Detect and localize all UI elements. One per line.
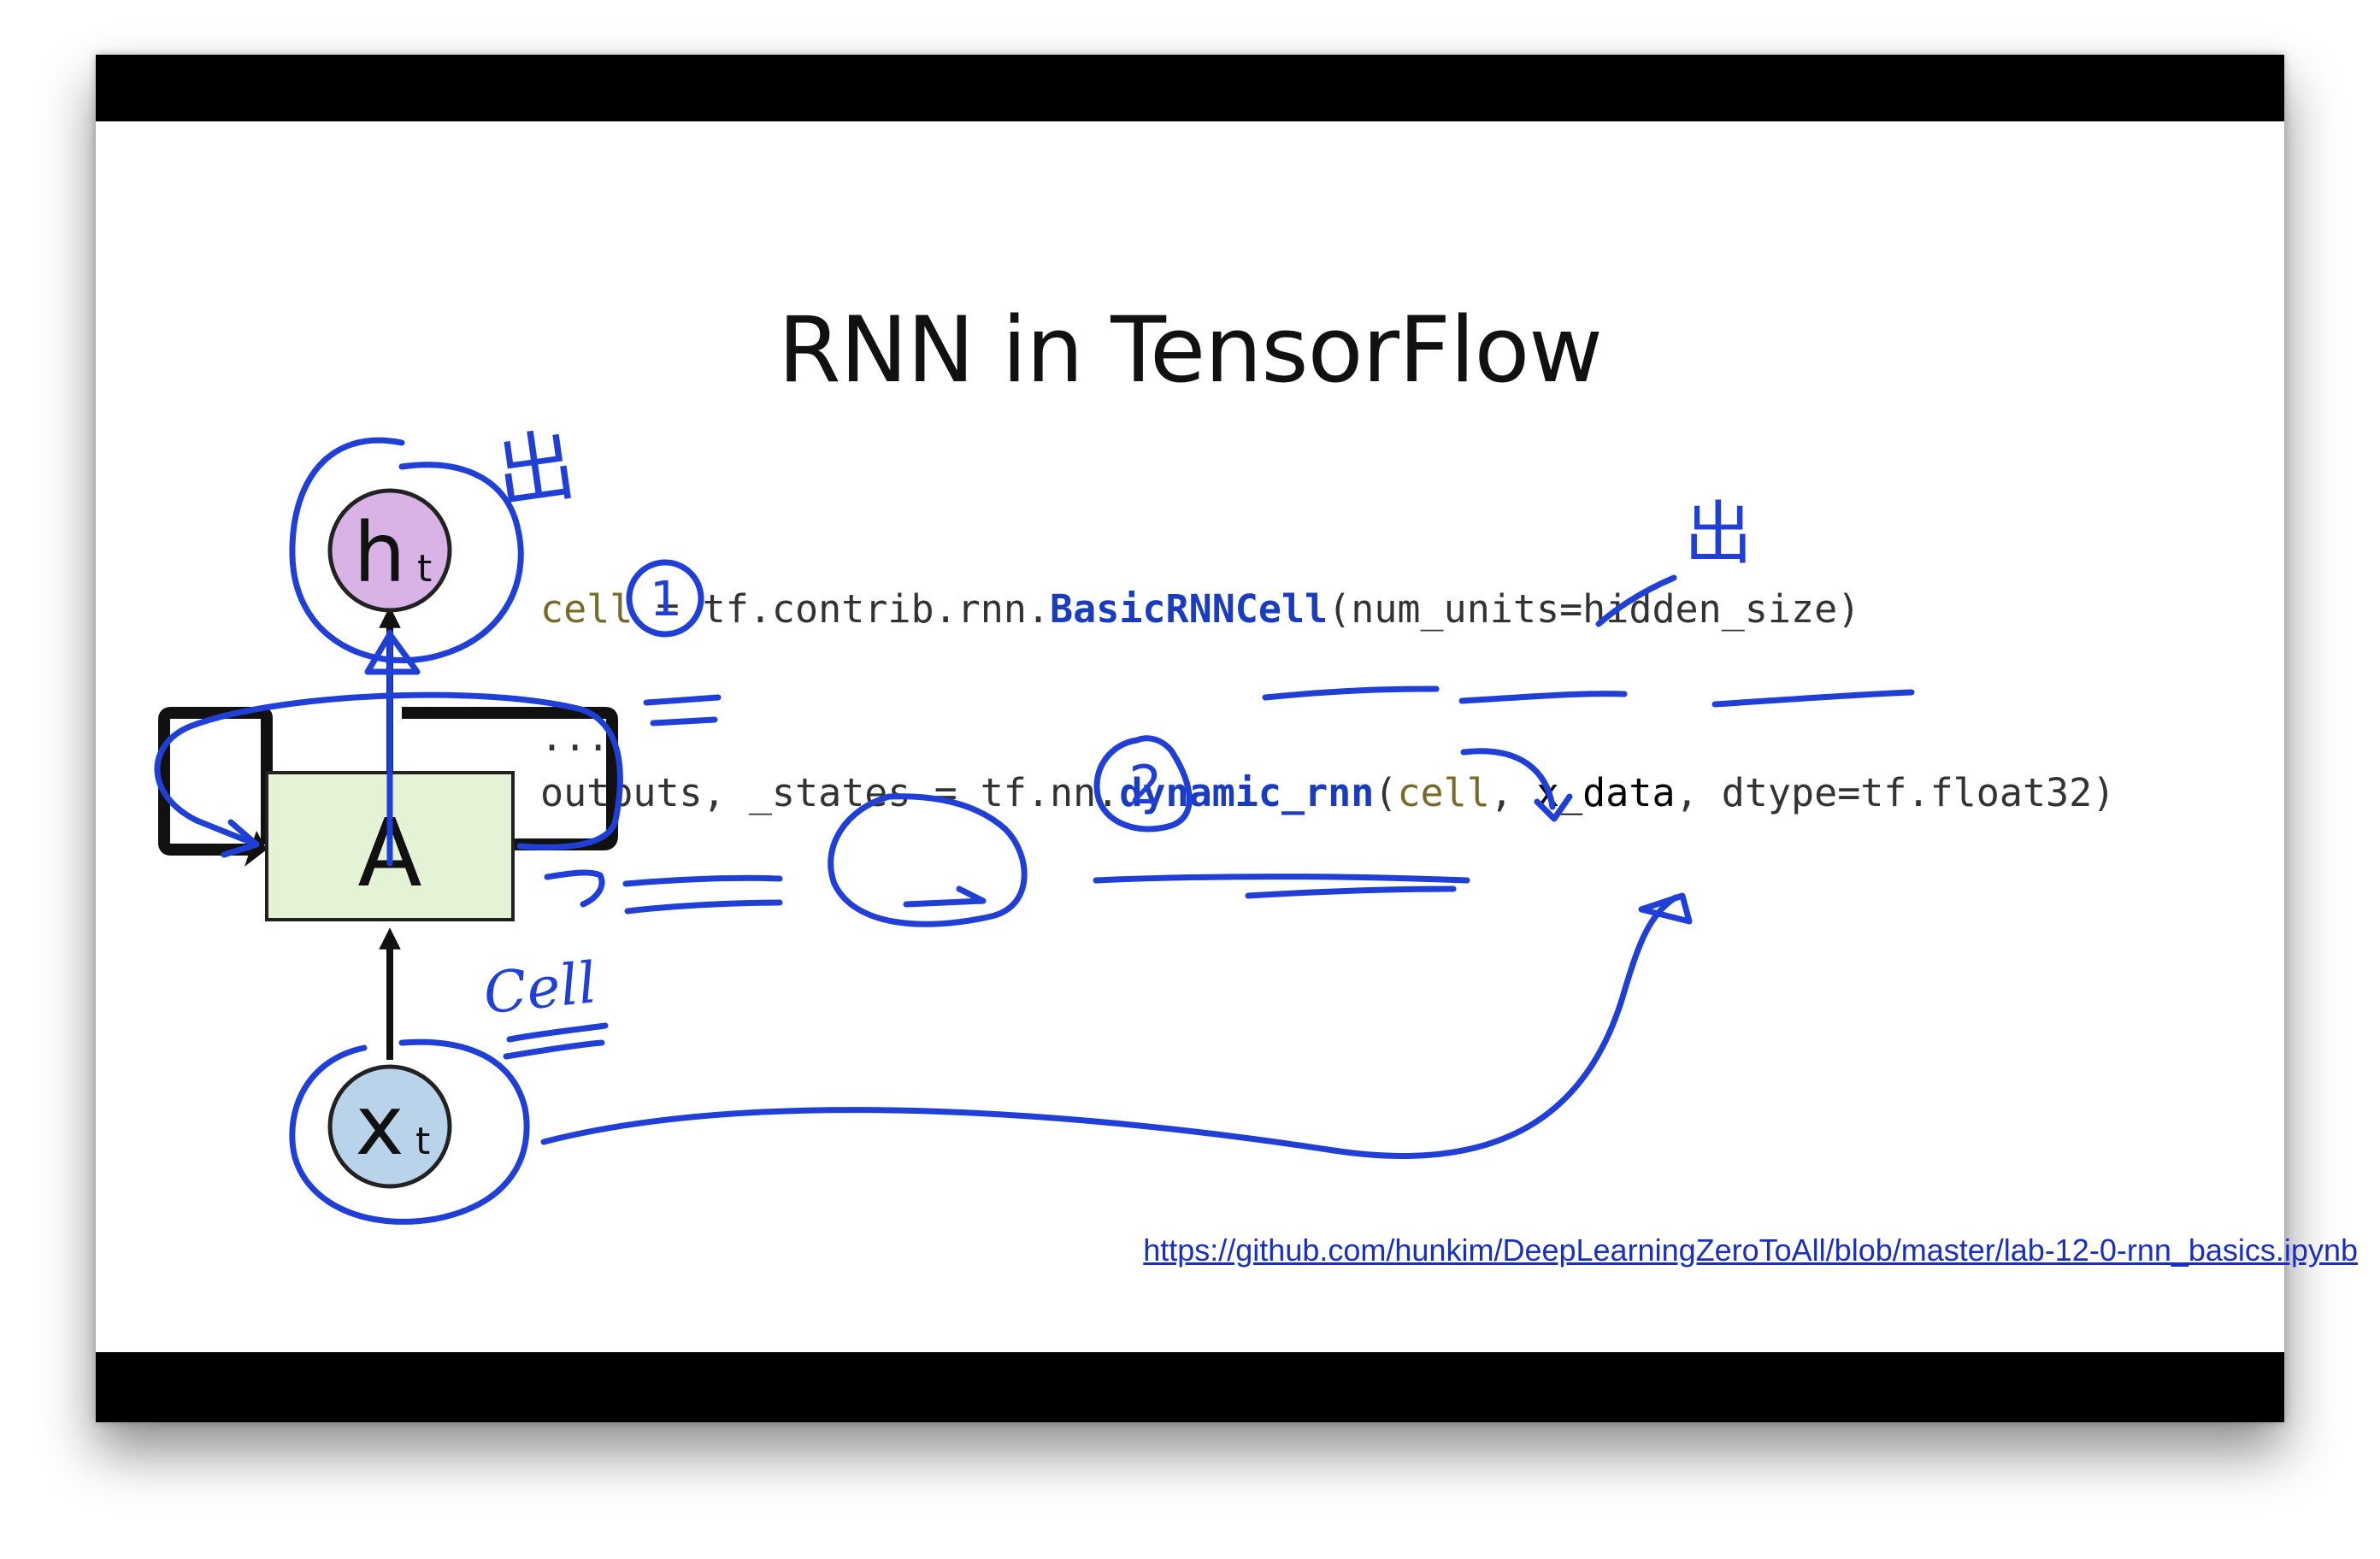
letterbox-bottom bbox=[96, 1352, 2284, 1422]
letterbox-top bbox=[96, 55, 2284, 121]
code-line-dynamic-rnn: outputs, _states = tf.nn.dynamic_rnn(cel… bbox=[540, 774, 2115, 812]
code-args: (num_units=hidden_size) bbox=[1328, 586, 1861, 632]
loop-arrowhead bbox=[244, 831, 267, 867]
code-paren: ( bbox=[1374, 770, 1398, 815]
cell-note: Cell bbox=[480, 950, 599, 1027]
states-circle bbox=[828, 793, 1028, 927]
step-1-label: 1 bbox=[650, 572, 680, 627]
code-assign: = tf.contrib.rnn. bbox=[633, 586, 1051, 632]
slide: RNN in TensorFlow bbox=[96, 121, 2284, 1352]
slide-title: RNN in TensorFlow bbox=[777, 297, 1603, 403]
circle-output-node bbox=[289, 437, 524, 664]
blue-loop bbox=[154, 691, 623, 850]
code-fn-basicrnncell: BasicRNNCell bbox=[1050, 586, 1328, 632]
video-window: RNN in TensorFlow bbox=[96, 55, 2284, 1422]
handwritten-annotations bbox=[154, 437, 1915, 1225]
underline-num-units bbox=[1458, 691, 1628, 704]
code-line-cell: cell = tf.contrib.rnn.BasicRNNCell(num_u… bbox=[540, 590, 1860, 628]
step-1-circle bbox=[626, 559, 704, 638]
output-node-label: h bbox=[354, 505, 406, 601]
underline-dynamic-rnn bbox=[1093, 874, 1470, 884]
code-outputs-states: outputs, _states bbox=[540, 770, 911, 815]
loop-right-side bbox=[402, 707, 618, 850]
code-arg-cell: cell bbox=[1397, 770, 1490, 815]
underline-cell bbox=[643, 694, 722, 706]
code-var-cell: cell bbox=[540, 586, 633, 632]
xdata-arrow bbox=[540, 894, 1679, 1159]
out-mark-1: 出 bbox=[491, 419, 581, 521]
input-node-subscript: t bbox=[415, 1120, 430, 1163]
output-node-subscript: t bbox=[417, 547, 432, 591]
input-node bbox=[327, 1064, 452, 1189]
underline-hidden-size bbox=[1711, 689, 1915, 708]
code-rest: , dtype=tf.float32) bbox=[1675, 770, 2116, 815]
step-2-circle bbox=[1093, 735, 1193, 832]
code-fn-dynamic-rnn: dynamic_rnn bbox=[1119, 770, 1375, 815]
output-node bbox=[327, 488, 452, 613]
github-link[interactable]: https://github.com/hunkim/DeepLearningZe… bbox=[1143, 1232, 2358, 1268]
step-2-label: 2 bbox=[1128, 754, 1162, 816]
code-arg-x-data: x_data bbox=[1536, 770, 1676, 815]
circle-input-node bbox=[289, 1038, 530, 1225]
input-node-label: x bbox=[356, 1078, 404, 1174]
underline-outputs bbox=[622, 874, 783, 887]
recurrent-loop bbox=[158, 707, 273, 856]
code-sep: , bbox=[1489, 770, 1536, 815]
underline-basicrnncell bbox=[1262, 685, 1440, 701]
out-mark-2: 出 bbox=[1684, 494, 1753, 574]
code-ellipsis: ... bbox=[540, 715, 610, 760]
